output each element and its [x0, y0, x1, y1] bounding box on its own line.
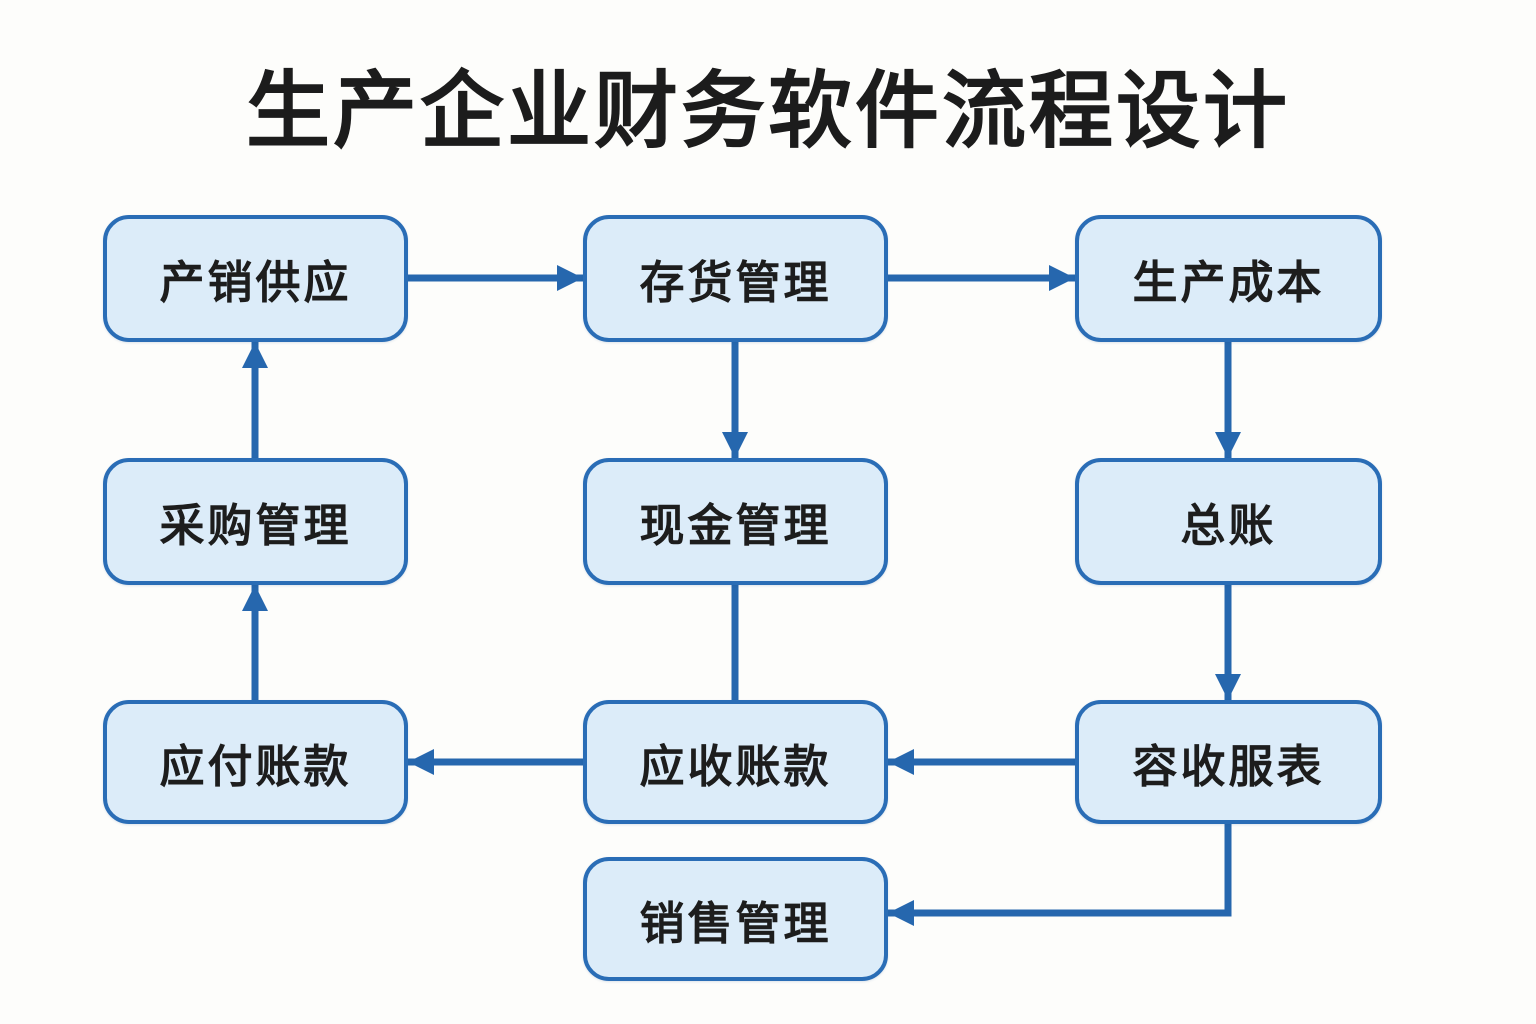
- node-purchasing-label: 采购管理: [159, 500, 352, 551]
- node-purchasing: 采购管理: [103, 458, 408, 585]
- node-production-cost: 生产成本: [1075, 215, 1382, 342]
- node-cash-label: 现金管理: [639, 500, 832, 551]
- arrow-reports-to-sales: [888, 824, 1232, 926]
- node-reports-label: 容收服表: [1132, 740, 1325, 792]
- node-accounts-payable-label: 应付账款: [159, 740, 352, 792]
- node-accounts-receivable-label: 应收账款: [639, 740, 832, 792]
- page-title: 生产企业财务软件流程设计: [245, 64, 1290, 158]
- node-sales: 销售管理: [583, 857, 888, 981]
- node-supply-label: 产销供应: [159, 257, 352, 308]
- node-accounts-receivable: 应收账款: [583, 700, 888, 824]
- node-cash: 现金管理: [583, 458, 888, 585]
- node-production-cost-label: 生产成本: [1132, 257, 1325, 308]
- node-inventory-label: 存货管理: [639, 257, 832, 308]
- node-general-ledger-label: 总账: [1180, 500, 1277, 551]
- node-general-ledger: 总账: [1075, 458, 1382, 585]
- node-reports: 容收服表: [1075, 700, 1382, 824]
- node-supply: 产销供应: [103, 215, 408, 342]
- node-sales-label: 销售管理: [639, 897, 832, 949]
- node-accounts-payable: 应付账款: [103, 700, 408, 824]
- node-inventory: 存货管理: [583, 215, 888, 342]
